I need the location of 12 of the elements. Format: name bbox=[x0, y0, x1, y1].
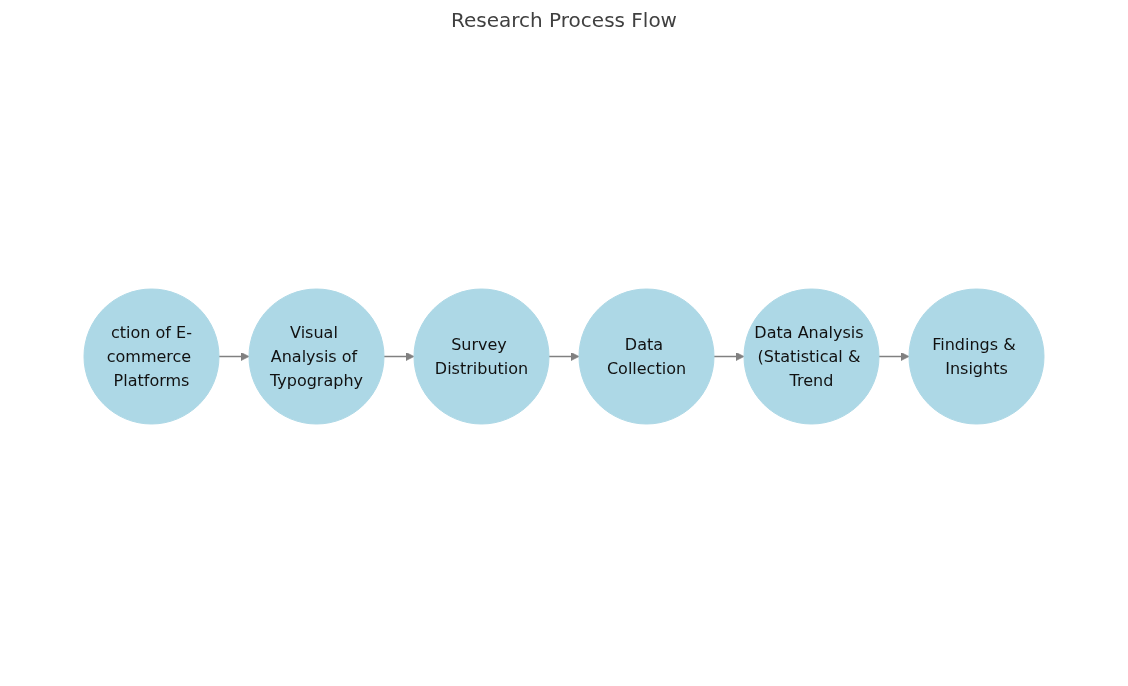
node-circle: Data Collection bbox=[578, 288, 715, 424]
arrow bbox=[218, 351, 250, 361]
arrow bbox=[383, 351, 415, 361]
node-circle: ction of E-commerce Platforms bbox=[83, 288, 220, 424]
node-circle: Visual Analysis of Typography bbox=[248, 288, 385, 424]
diagram-title: Research Process Flow bbox=[450, 8, 678, 32]
arrow bbox=[713, 351, 745, 361]
node-circle: Survey Distribution bbox=[413, 288, 550, 424]
arrow bbox=[548, 351, 580, 361]
node-circle: Findings & Insights bbox=[908, 288, 1045, 424]
node-circle: Data Analysis (Statistical & Trend bbox=[743, 288, 880, 424]
arrow bbox=[878, 351, 910, 361]
